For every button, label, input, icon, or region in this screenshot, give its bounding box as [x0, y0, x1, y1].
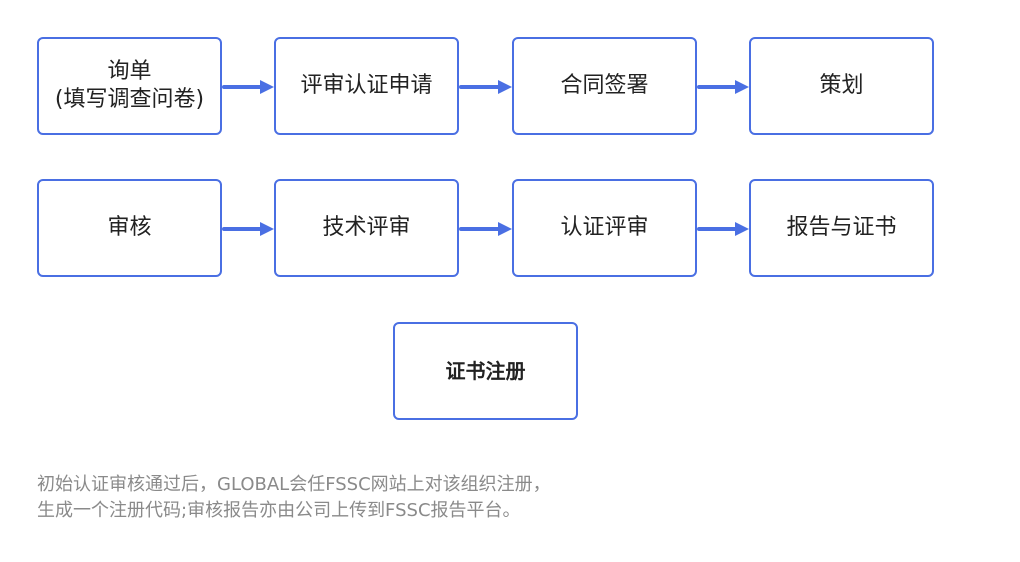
footnote-line-2: 生成一个注册代码;审核报告亦由公司上传到FSSC报告平台。	[37, 500, 521, 521]
step-inquiry: 询单 (填写调查问卷)	[37, 37, 222, 135]
step-certificate-registration: 证书注册	[393, 322, 578, 420]
step-contract-signing: 合同签署	[512, 37, 697, 135]
arrow-7-8	[697, 222, 749, 236]
arrow-1-2	[222, 80, 274, 94]
step-technical-review: 技术评审	[274, 179, 459, 277]
step-certification-review: 认证评审	[512, 179, 697, 277]
step-audit: 审核	[37, 179, 222, 277]
step-application-review: 评审认证申请	[274, 37, 459, 135]
arrow-5-6	[222, 222, 274, 236]
step-planning: 策划	[749, 37, 934, 135]
arrow-3-4	[697, 80, 749, 94]
arrow-6-7	[459, 222, 512, 236]
footnote: 初始认证审核通过后，GLOBAL会任FSSC网站上对该组织注册， 生成一个注册代…	[37, 472, 551, 524]
arrow-2-3	[459, 80, 512, 94]
step-report-and-certificate: 报告与证书	[749, 179, 934, 277]
footnote-line-1: 初始认证审核通过后，GLOBAL会任FSSC网站上对该组织注册，	[37, 474, 551, 495]
